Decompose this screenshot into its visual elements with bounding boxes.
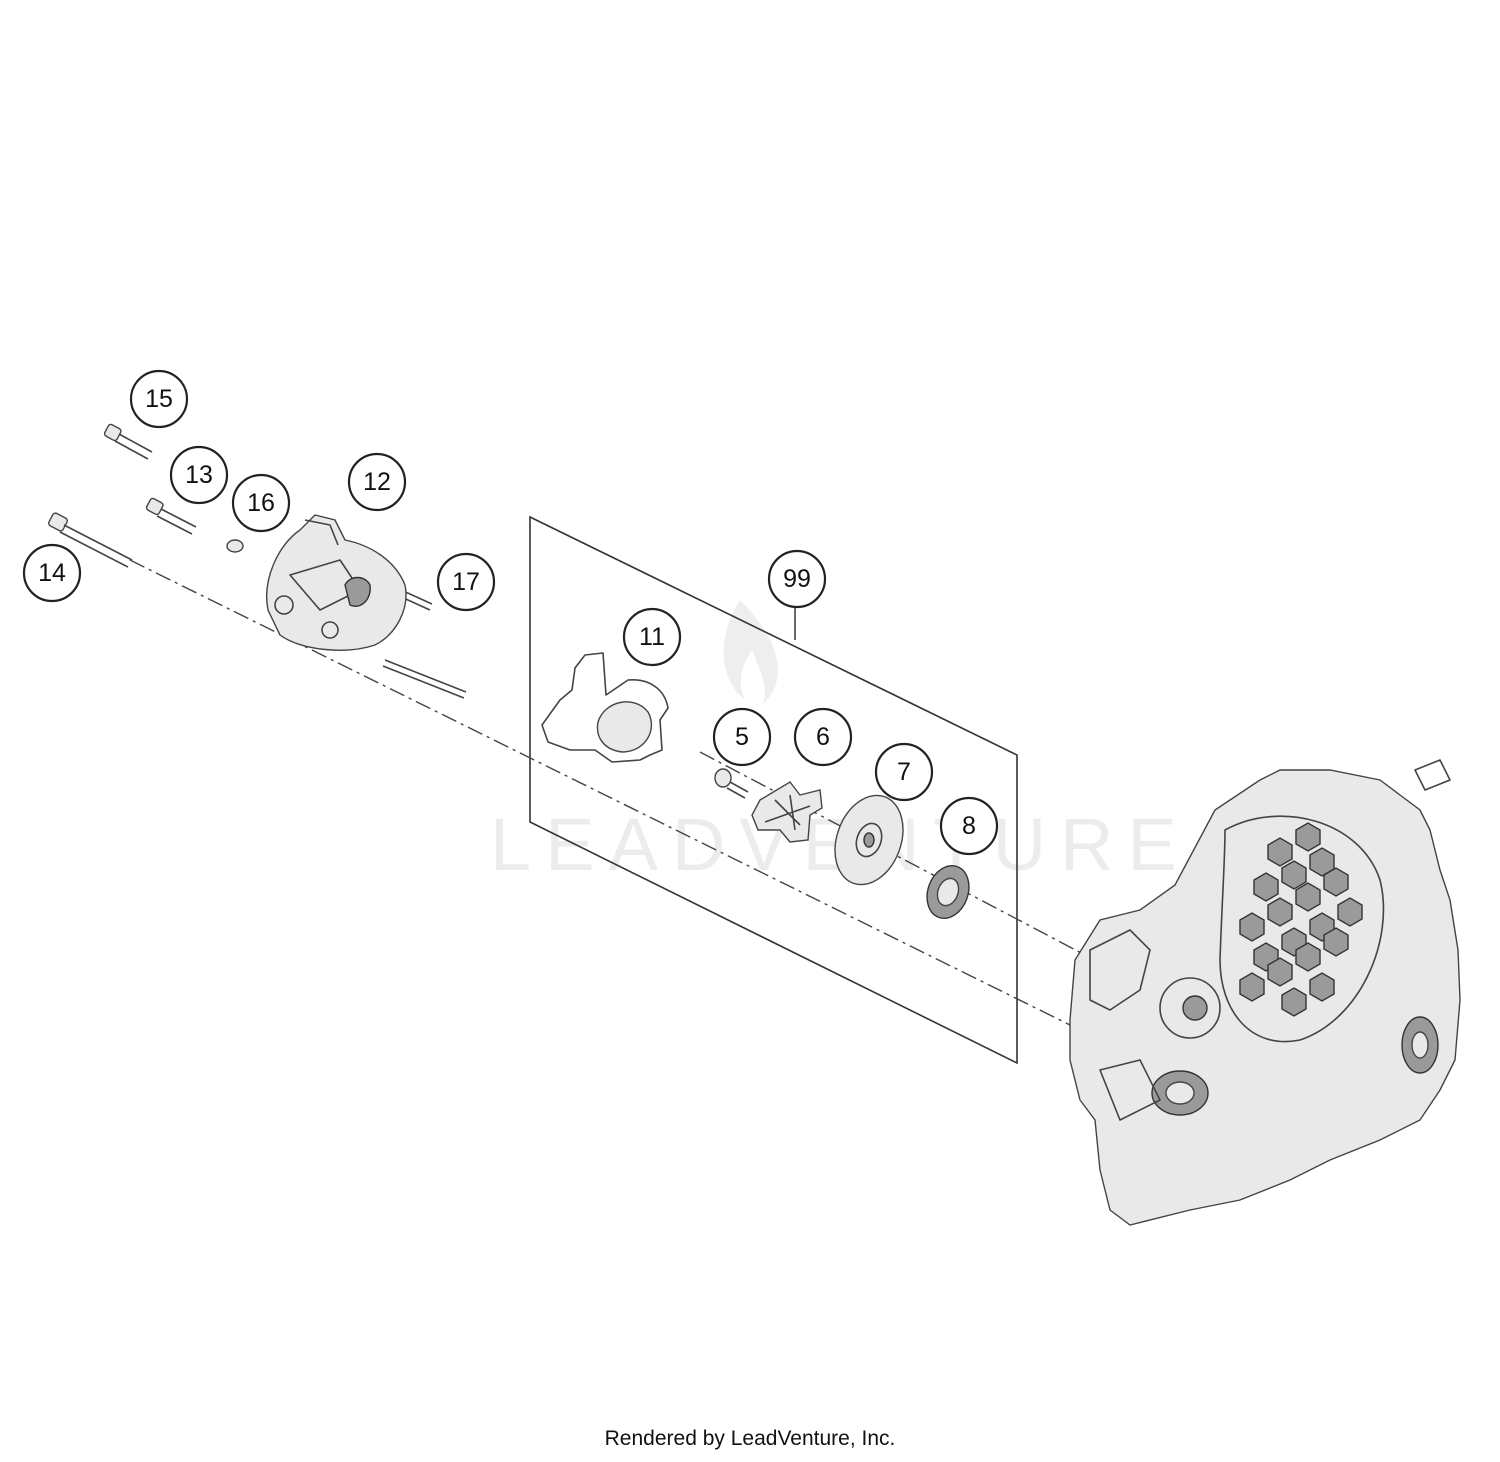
callout-6-label: 6 — [816, 723, 830, 751]
bolt-15 — [103, 423, 153, 460]
washer-16 — [226, 539, 244, 553]
callout-13: 13 — [169, 445, 229, 505]
gasket-11 — [541, 652, 669, 763]
impeller-6 — [751, 781, 823, 843]
long-bolt-14 — [48, 512, 133, 568]
callout-5: 5 — [712, 707, 772, 767]
callout-13-label: 13 — [185, 461, 213, 489]
callout-14-label: 14 — [38, 559, 66, 587]
callout-11-label: 11 — [639, 623, 665, 651]
callout-12-label: 12 — [363, 468, 391, 496]
clutch-cover-housing — [1069, 759, 1461, 1226]
callout-6: 6 — [793, 707, 853, 767]
callout-15-label: 15 — [145, 385, 173, 413]
centerline-main — [129, 559, 1071, 1026]
kit-outline-99 — [529, 515, 1018, 1065]
screw-5 — [714, 768, 749, 799]
watermark: LEADVENTURE — [490, 600, 1191, 886]
bolt-13 — [145, 497, 197, 535]
callout-17: 17 — [436, 552, 496, 612]
honeycomb-grille — [1239, 822, 1363, 1017]
callout-7-label: 7 — [897, 758, 911, 786]
callout-99-label: 99 — [783, 565, 811, 593]
callout-7: 7 — [874, 742, 934, 802]
callout-5-label: 5 — [735, 723, 749, 751]
callout-16-label: 16 — [247, 489, 275, 517]
callout-14: 14 — [22, 543, 82, 603]
callout-11: 11 — [622, 607, 682, 667]
callout-8-label: 8 — [962, 812, 976, 840]
water-pump-cover-12 — [266, 514, 407, 651]
callout-99: 99 — [767, 549, 827, 609]
callout-16: 16 — [231, 473, 291, 533]
callout-12: 12 — [347, 452, 407, 512]
footer-credit: Rendered by LeadVenture, Inc. — [604, 1427, 896, 1450]
callout-15: 15 — [129, 369, 189, 429]
seal-ring-8 — [926, 865, 970, 919]
watermark-text: LEADVENTURE — [490, 803, 1191, 886]
seal-plate-7 — [834, 794, 904, 886]
callout-8: 8 — [939, 796, 999, 856]
callout-17-label: 17 — [452, 568, 480, 596]
